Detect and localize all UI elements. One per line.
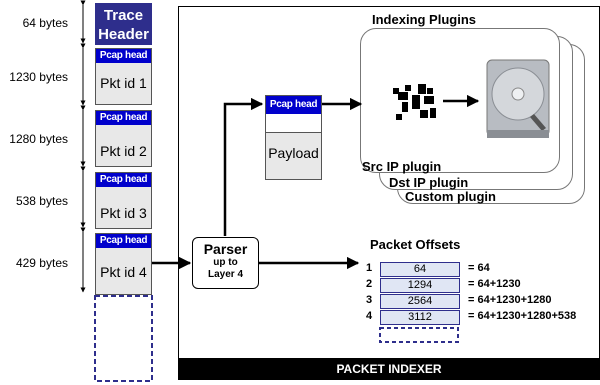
pcap-head-label: Pcap head: [96, 111, 151, 125]
packet-id-label: Pkt id 4: [100, 264, 147, 280]
packet-block: Pcap head Pkt id 2: [95, 110, 152, 167]
offset-value: 64: [380, 262, 460, 277]
payload-label: Payload: [268, 145, 319, 161]
bitmap-icon: [391, 80, 441, 124]
size-label: 1230 bytes: [9, 70, 68, 84]
packet-block: Pcap head Pkt id 4: [95, 233, 152, 295]
offset-value: 2564: [380, 294, 460, 309]
arrow-icon: [223, 97, 264, 236]
pcap-head-label: Pcap head: [96, 173, 151, 187]
offset-calc: = 64+1230: [468, 278, 521, 290]
offset-value: 1294: [380, 278, 460, 293]
size-label: 538 bytes: [15, 194, 68, 208]
offset-calc: = 64: [468, 262, 490, 274]
parser-title: Parser: [203, 241, 248, 257]
offset-index: 1: [366, 262, 373, 274]
hard-drive-icon: [486, 59, 550, 138]
pcap-head-label: Pcap head: [266, 96, 321, 114]
custom-plugin-label: Custom plugin: [405, 189, 496, 204]
packet-block: Pcap head Pkt id 3: [95, 172, 152, 229]
offset-calc: = 64+1230+1280+538: [468, 310, 577, 322]
parsed-packet: Pcap head Payload: [265, 95, 322, 180]
packet-indexer-label: PACKET INDEXER: [178, 358, 600, 380]
parser-subtitle: up to: [213, 257, 238, 268]
indexing-plugins-title: Indexing Plugins: [372, 12, 477, 27]
dst-ip-plugin-label: Dst IP plugin: [389, 175, 469, 190]
pcap-head-label: Pcap head: [96, 49, 151, 63]
offset-index: 3: [366, 294, 373, 306]
offset-index: 2: [366, 278, 373, 290]
size-label: 1280 bytes: [9, 132, 68, 146]
empty-packet-slot: [94, 295, 153, 382]
parser-subtitle: Layer 4: [207, 269, 244, 280]
packet-id-label: Pkt id 1: [100, 75, 147, 91]
offset-index: 4: [366, 310, 373, 322]
src-ip-plugin-label: Src IP plugin: [362, 159, 442, 174]
pcap-head-label: Pcap head: [96, 234, 151, 248]
offset-value: 3112: [380, 310, 460, 325]
packet-block: Pcap head Pkt id 1: [95, 48, 152, 105]
header-fields-area: [266, 114, 321, 133]
packet-offsets-title: Packet Offsets: [370, 237, 461, 252]
packet-id-label: Pkt id 3: [100, 205, 147, 221]
offset-calc: = 64+1230+1280: [468, 294, 552, 306]
packet-id-label: Pkt id 2: [100, 143, 147, 159]
size-label: 429 bytes: [15, 256, 68, 270]
empty-offset-slot: [379, 327, 459, 343]
parser-box: Parser up to Layer 4: [192, 237, 259, 289]
size-label: 64 bytes: [22, 16, 68, 30]
